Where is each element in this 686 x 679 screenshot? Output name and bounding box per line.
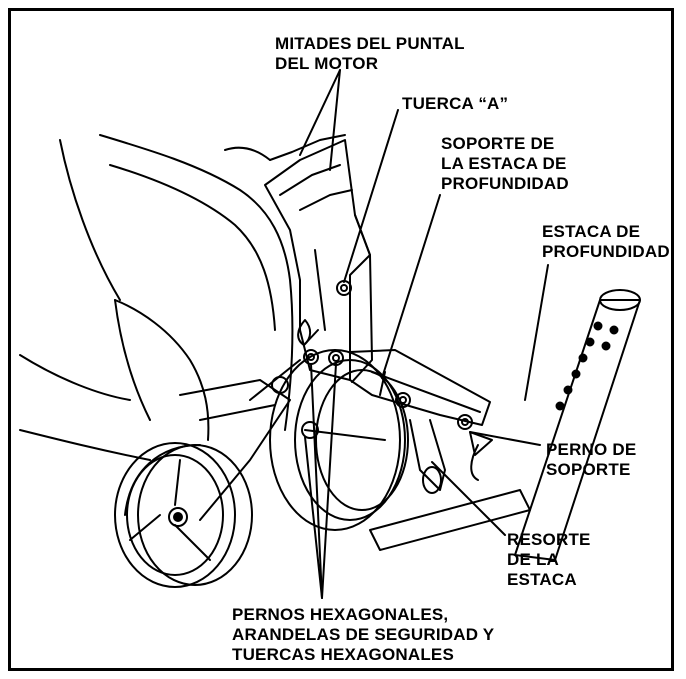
label-line: LA ESTACA DE [441,154,567,173]
label-resorte-estaca: RESORTE DE LA ESTACA [507,530,591,590]
stake-spring [409,419,446,494]
label-line: SOPORTE DE [441,134,555,153]
tine-shield [19,134,346,461]
label-tuerca-a: TUERCA “A” [402,94,508,114]
label-soporte-estaca: SOPORTE DE LA ESTACA DE PROFUNDIDAD [441,134,569,194]
engine-strut [264,139,373,383]
leader-perno [469,431,541,446]
label-mitades-del-puntal: MITADES DEL PUNTAL DEL MOTOR [275,34,465,74]
figure-frame [8,8,674,671]
label-estaca-profundidad: ESTACA DE PROFUNDIDAD [542,222,670,262]
leader-soporte [381,194,441,379]
label-line: PERNOS HEXAGONALES, [232,605,449,624]
label-perno-soporte: PERNO DE SOPORTE [546,440,636,480]
leader-pernos-1 [310,363,323,599]
label-line: ARANDELAS DE SEGURIDAD Y [232,625,495,644]
label-line: ESTACA [507,570,577,589]
label-line: DE LA [507,550,559,569]
label-line: PROFUNDIDAD [542,242,670,261]
transport-wheel [114,442,253,588]
depth-stake [369,289,641,561]
leader-tuerca-a [343,109,399,283]
leader-mitades-1 [299,69,341,156]
label-line: PERNO DE [546,440,637,459]
depth-stake-bracket [349,349,493,481]
label-line: DEL MOTOR [275,54,379,73]
leader-pernos-2 [321,363,337,599]
label-line: MITADES DEL PUNTAL [275,34,465,53]
label-pernos-hexagonales: PERNOS HEXAGONALES, ARANDELAS DE SEGURID… [232,605,494,665]
label-line: PROFUNDIDAD [441,174,569,193]
label-line: ESTACA DE [542,222,641,241]
leader-resorte [431,461,506,536]
leader-pernos-3 [304,436,323,599]
leader-estaca [524,264,549,401]
leader-lines [299,69,549,599]
label-line: RESORTE [507,530,591,549]
label-line: TUERCAS HEXAGONALES [232,645,454,664]
label-line: SOPORTE [546,460,631,479]
rear-wheel [269,349,409,531]
label-line: TUERCA “A” [402,94,509,113]
leader-mitades-2 [329,69,341,171]
axle-arm [179,359,301,521]
